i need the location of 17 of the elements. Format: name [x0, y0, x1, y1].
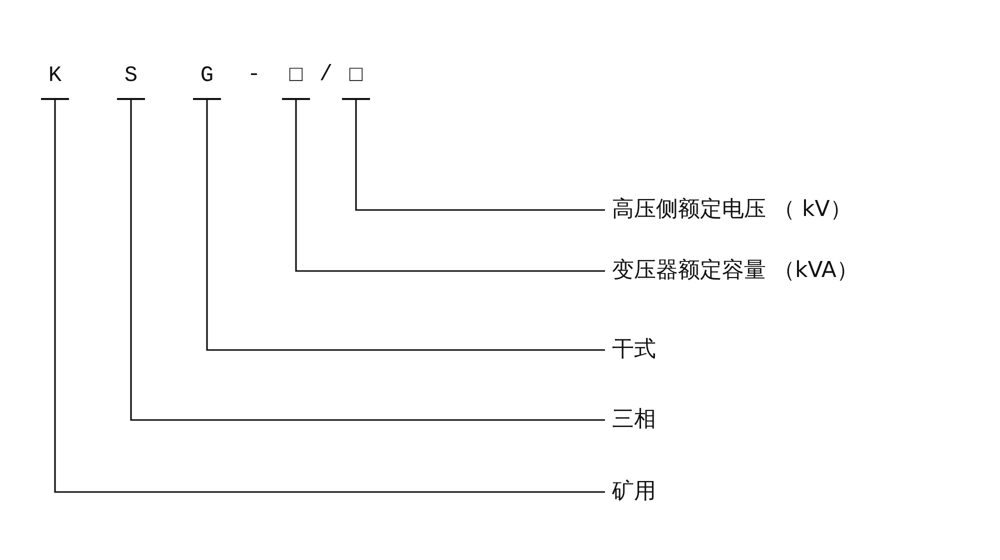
leader-line: [295, 100, 605, 272]
leader-line: [206, 100, 605, 351]
leader-line: [355, 100, 605, 211]
code-letter: □: [342, 64, 370, 100]
code-letter: G: [193, 64, 221, 100]
code-letter: K: [41, 64, 69, 100]
separator-symbol: /: [318, 63, 334, 87]
meaning-label: 干式: [612, 335, 656, 365]
leader-line: [130, 100, 605, 421]
leader-line: [54, 100, 605, 493]
code-letter: S: [117, 64, 145, 100]
meaning-label: 三相: [612, 405, 656, 435]
meaning-label: 变压器额定容量 （kVA）: [612, 256, 858, 286]
meaning-label: 高压侧额定电压 （ kV）: [612, 195, 852, 225]
code-letter: □: [282, 64, 310, 100]
separator-symbol: -: [246, 63, 262, 87]
meaning-label: 矿用: [612, 477, 656, 507]
